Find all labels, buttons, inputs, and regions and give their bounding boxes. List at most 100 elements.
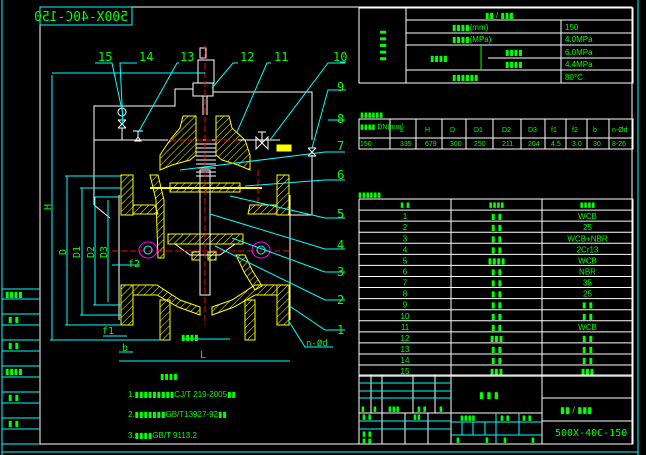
parts-table-cell: ▮ ▮ [491,223,502,232]
callout-11: 11 [274,50,288,64]
stage-label: ▮▮▮▮ [460,415,476,422]
dim-table-cell: 300 [450,141,462,148]
parts-table-cell: 13 [401,345,410,354]
dim-table-cell: 335 [400,141,412,148]
callout-6: 6 [337,168,344,182]
company-name: ▮▮ / ▮▮▮ [560,405,592,415]
callout-12: 12 [240,50,254,64]
dim-table-cell: 3.0 [572,141,582,148]
dim-D1: D1 [72,246,83,258]
callout-14: 14 [139,50,153,64]
parts-table-header: ▮ ▮ [400,202,410,209]
dim-table-header: L [400,127,404,134]
dim-table-header: ▮▮▮▮ DN(mm) [360,124,404,131]
parts-table-cell: 12 [401,334,410,343]
drawing-name: ▮ ▮ ▮ [479,390,499,400]
parts-table-cell: ▮ ▮ [491,267,502,276]
callout-numbers: 1 2 3 4 5 6 7 8 9 10 11 12 13 14 15 [98,50,347,337]
left-strip-cell: ▮ ▮ [8,341,19,350]
parts-table-cell: 3 [403,234,408,243]
parts-table-cell: ▮ ▮ [491,245,502,254]
tech-item-1: 1.▮▮▮▮▮▮▮▮▮CJ/T 219-2005▮▮ [128,390,236,399]
dimension-table [358,118,634,150]
left-strip-cell: ▮ ▮ [8,315,19,324]
parts-table-cell: ▮ ▮ [582,334,593,343]
parts-table-cell: 2 [403,223,408,232]
callout-5: 5 [337,207,344,221]
dim-table-caption: ▮▮▮▮▮▮ [360,112,383,119]
parts-table-cell: ▮ ▮ [491,312,502,321]
bottom-cell: ▮ [456,437,460,444]
parts-table-cell: 25 [583,223,592,232]
stage-label: ▮ ▮ [522,415,532,422]
perf-label: ▮▮▮▮(mm) [452,23,489,32]
centerlines [112,45,290,325]
perf-label: ▮▮▮▮ [505,48,523,57]
dimension-labels: H D D1 D2 D3 f2 f1 b L n-Ød ▮▮▮▮ [43,204,328,361]
ball-valve-10 [255,131,292,152]
dim-n-d: n-Ød [306,338,328,349]
dim-L: L [200,350,206,361]
perf-group: ▮▮▮▮ [430,54,448,63]
dim-table-cell: 4.5 [551,141,561,148]
parts-table-cell: 6 [403,267,408,276]
perf-value: 150 [565,23,579,32]
sign-cell: ▮ ▮ [417,406,427,413]
dim-table-header: n-Ød [612,127,628,134]
parts-table-cell: 11 [401,323,410,332]
parts-table-cell: WCB [578,256,597,265]
parts-table-cell: 14 [401,356,410,365]
parts-table-cell: ▮▮▮▮ [488,256,506,265]
sign-cell: ▮ [373,406,377,413]
left-cell: ▮ ▮ [362,414,372,421]
dim-table-cell: 679 [425,141,437,148]
section-label: ▮▮▮▮ [181,333,199,342]
left-strip-cell: ▮▮▮▮ [5,290,23,299]
tech-item-2: 2.▮▮▮▮▮▮▮GB/T13927-92▮▮ [128,410,227,419]
parts-table-cell: ▮ ▮ [491,212,502,221]
parts-table-cell: 15 [401,367,410,376]
left-strip-cell: ▮ ▮ [8,419,19,428]
spring [196,139,216,177]
perf-value: 6.0MPa [565,48,593,57]
sign-cell: ▮▮▮ [388,406,400,413]
parts-table-cell: ▮ ▮ [582,312,593,321]
dim-D2: D2 [86,246,97,258]
callout-8: 8 [337,112,344,126]
model-code: 500X-40C-150 [555,428,627,439]
callout-1: 1 [337,323,344,337]
perf-header: ▮▮ / ▮▮▮ [485,11,514,20]
dim-f2: f2 [128,259,140,270]
callout-15: 15 [98,50,112,64]
valve-bonnet [159,115,251,171]
dim-f1: f1 [102,326,114,337]
side-ports [138,241,271,259]
perf-label: ▮▮▮▮(MPa) [452,35,492,44]
parts-table-cell: 7 [403,279,408,288]
left-cell: ▮ ▮ [362,431,372,438]
leader-lines [52,62,345,348]
tech-heading: ▮▮▮▮ [160,372,178,381]
parts-table-cell: ▮▮▮ [581,367,594,376]
parts-table-cell: ▮▮▮ [490,334,503,343]
parts-table-cell: WCB+NBR [567,234,607,243]
callout-2: 2 [337,293,344,307]
parts-table-cell: NBR [579,267,596,276]
sign-cell: ▮ [439,406,443,413]
callout-4: 4 [337,238,344,252]
parts-table-cell: 4 [403,245,408,254]
mirrored-title: 500X-40C-150 [34,10,128,25]
parts-table-cell: ▮ ▮ [491,356,502,365]
perf-value: 4.0MPa [565,35,593,44]
parts-table-cell: ▮ ▮ [491,290,502,299]
needle-valve-9 [307,147,317,157]
dim-table-cell: 211 [502,141,513,148]
title-block [358,374,634,445]
valve-stem [199,169,211,296]
parts-table-cell: ▮ ▮ [491,323,502,332]
parts-table-cell: ▮ ▮ [582,345,593,354]
dim-table-cell: 30 [593,141,601,148]
dim-table-header: b [593,127,597,134]
dim-H: H [43,204,54,210]
left-strip-cell: ▮ ▮ [8,393,19,402]
